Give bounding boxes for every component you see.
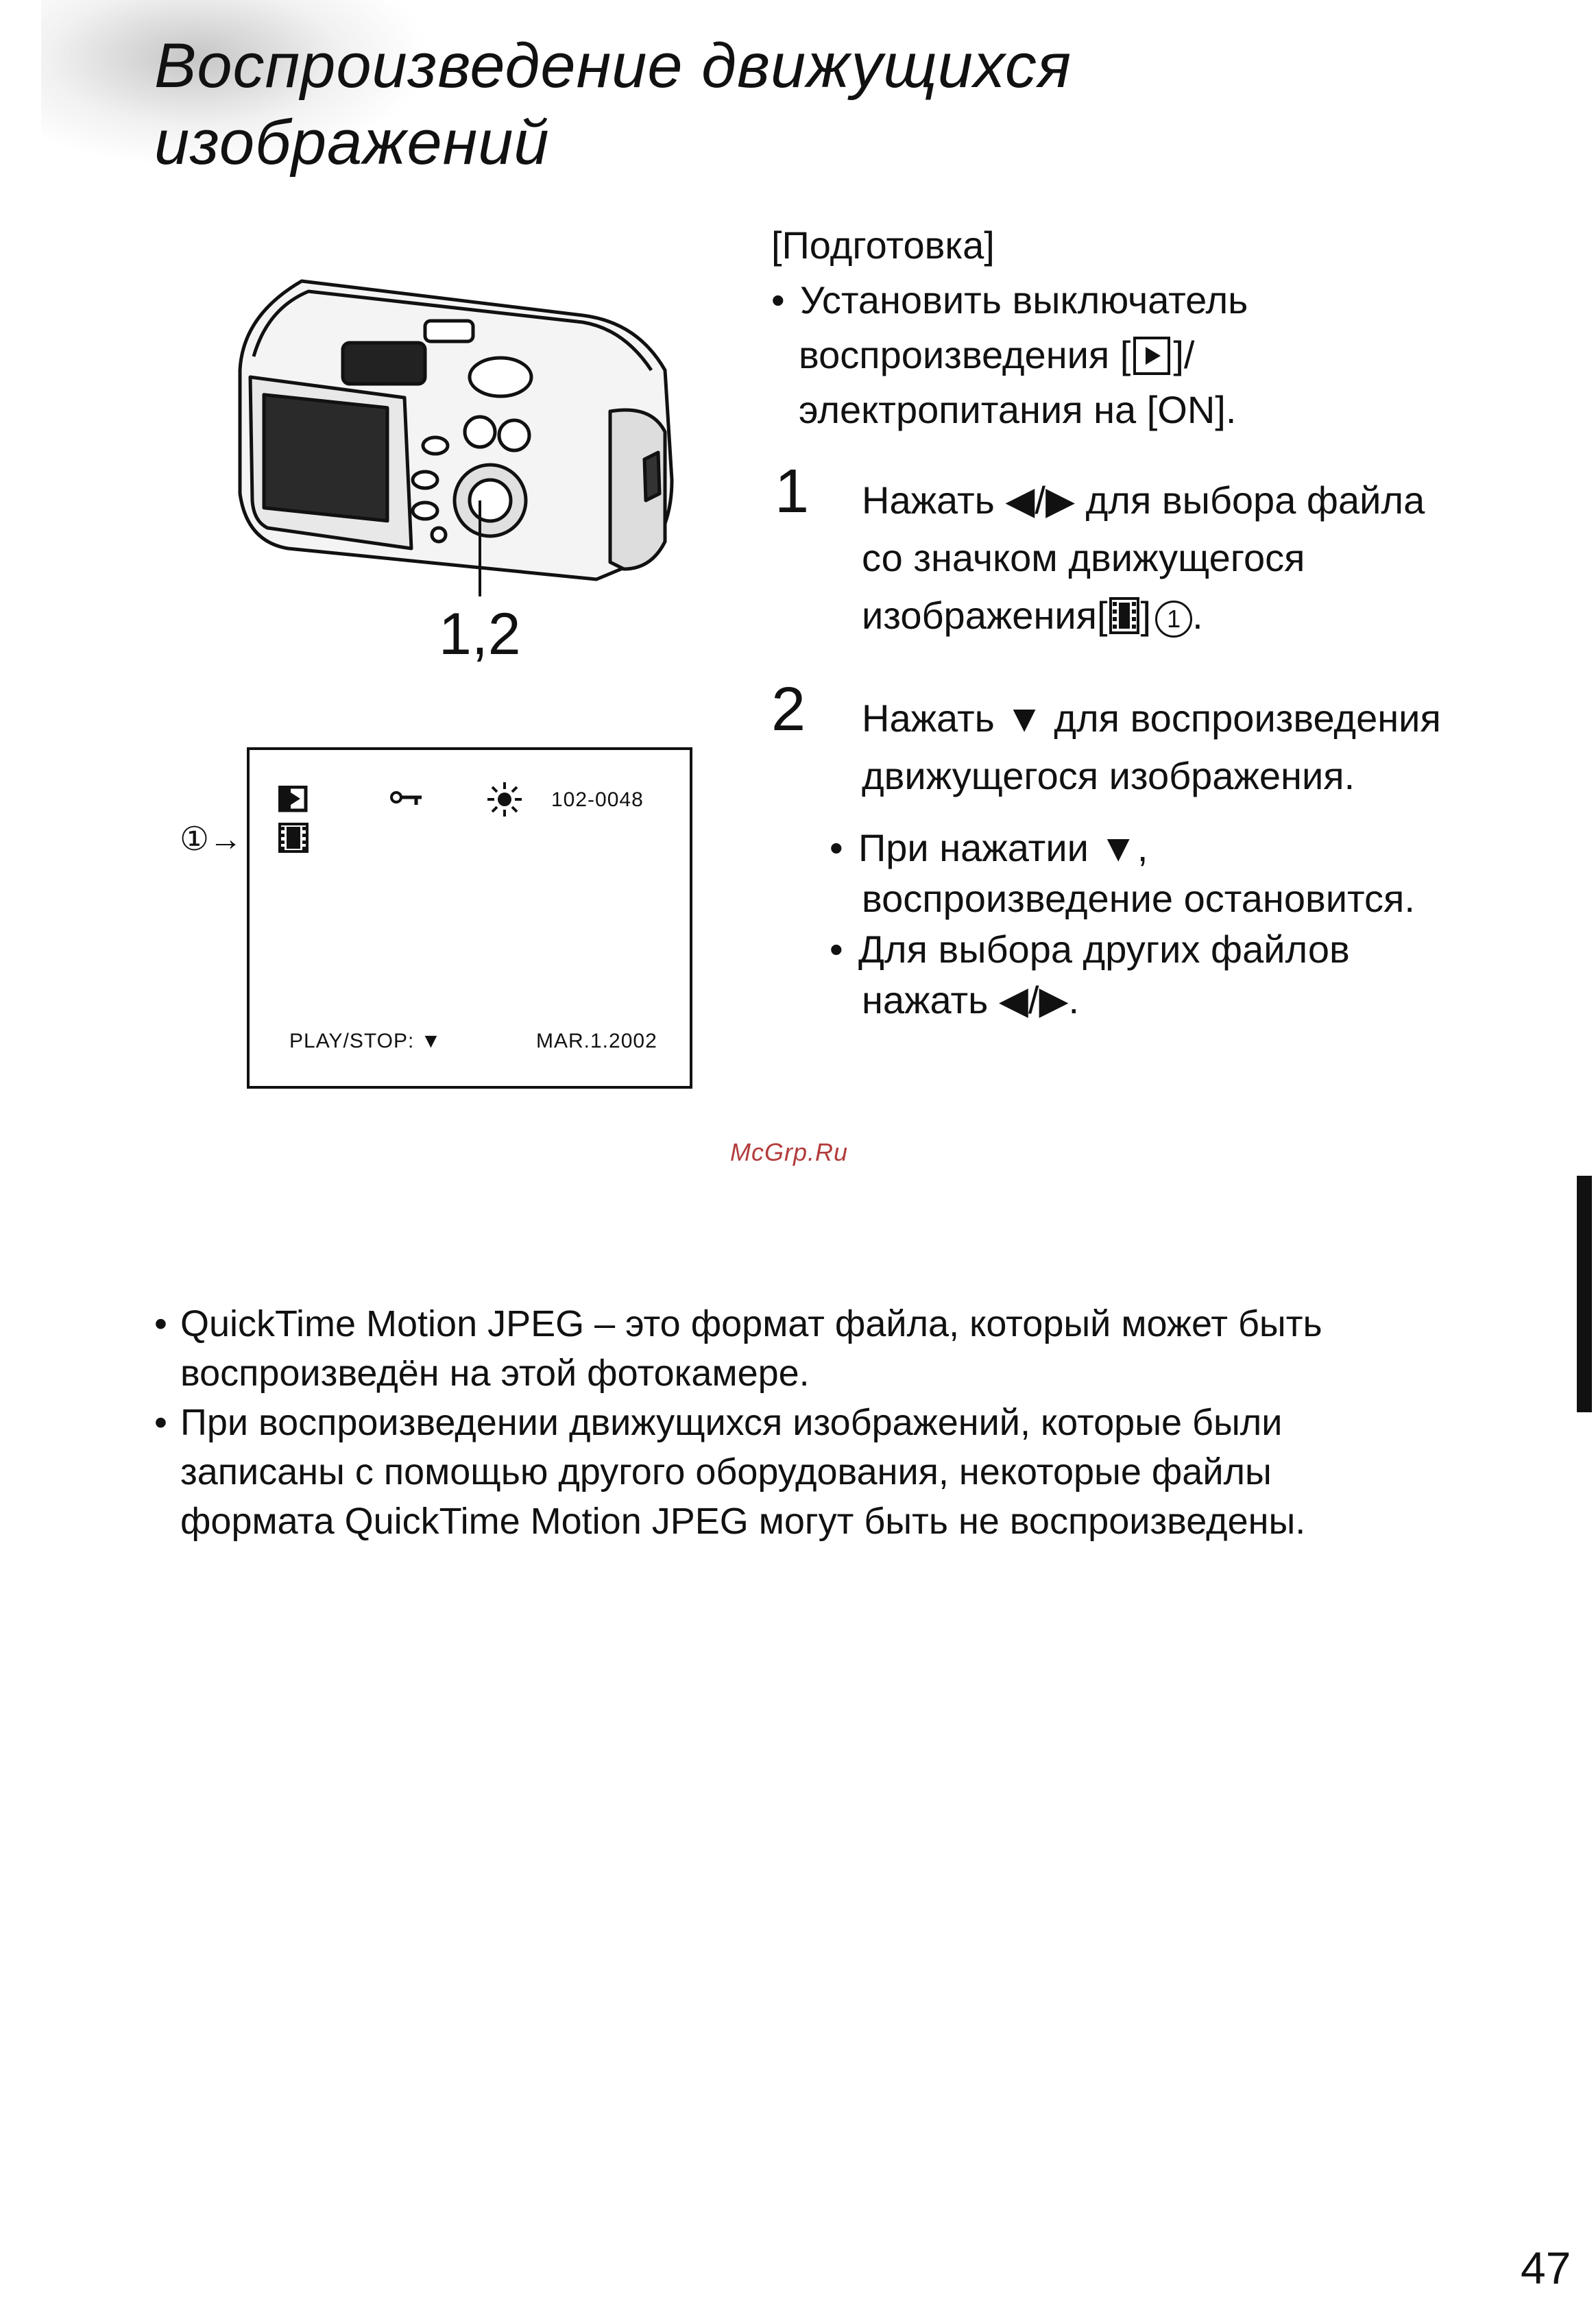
note-1-line-2: воспроизведён на этой фотокамере. (180, 1353, 810, 1394)
page-title: Воспроизведение движущихся изображений (154, 27, 1072, 181)
preparation-heading: [Подготовка] (771, 223, 995, 267)
motion-image-icon (1109, 597, 1139, 634)
watermark: McGrp.Ru (730, 1138, 849, 1166)
title-line-2: изображений (154, 108, 550, 178)
note-2-line-2: записаны с помощью другого оборудования,… (180, 1451, 1272, 1492)
camera-callout-label: 1,2 (439, 601, 521, 667)
date-label: MAR.1.2002 (536, 1030, 657, 1052)
lcd-screen-diagram: 102-0048 PLAY/STOP: ▼ MAR.1.2002 (247, 747, 692, 1089)
preparation-section: [Подготовка] •Установить выключатель вос… (771, 218, 1546, 437)
camera-illustration (238, 279, 674, 596)
playback-mode-icon (1133, 337, 1171, 375)
step-1-number: 1 (775, 457, 810, 526)
sun-icon (487, 782, 522, 817)
note-2-line-1: При воспроизведении движущихся изображен… (180, 1402, 1283, 1443)
key-protect-icon (390, 791, 422, 805)
playback-icon (278, 786, 308, 812)
title-shading (41, 0, 425, 165)
step-2-number: 2 (771, 675, 806, 744)
note-1-line-1: QuickTime Motion JPEG – это формат файла… (180, 1303, 1322, 1344)
title-line-1: Воспроизведение движущихся (154, 31, 1072, 101)
play-stop-label: PLAY/STOP: ▼ (289, 1030, 442, 1052)
preparation-line-3: электропитания на [ON]. (799, 388, 1237, 431)
step-2-text: Нажать ▼ для воспроизведения движущегося… (862, 697, 1441, 797)
notes-section: •QuickTime Motion JPEG – это формат файл… (154, 1299, 1491, 1546)
file-number: 102-0048 (551, 788, 644, 811)
step-2-subbullets: •При нажатии ▼, воспроизведение останови… (830, 826, 1415, 1021)
marker-1-circled: 1 (1155, 601, 1193, 638)
motion-image-icon (278, 823, 309, 853)
lcd-marker-1: ①→ (180, 821, 243, 858)
step-1-text: Нажать ◀/▶ для выбора файла со значком д… (862, 479, 1425, 638)
preparation-line-2: воспроизведения []/ (799, 333, 1195, 376)
section-edge-tab (1577, 1176, 1592, 1412)
note-2-line-3: формата QuickTime Motion JPEG могут быть… (180, 1501, 1306, 1542)
preparation-bullet: •Установить выключатель (771, 278, 1248, 322)
page-number: 47 (1521, 2242, 1571, 2293)
